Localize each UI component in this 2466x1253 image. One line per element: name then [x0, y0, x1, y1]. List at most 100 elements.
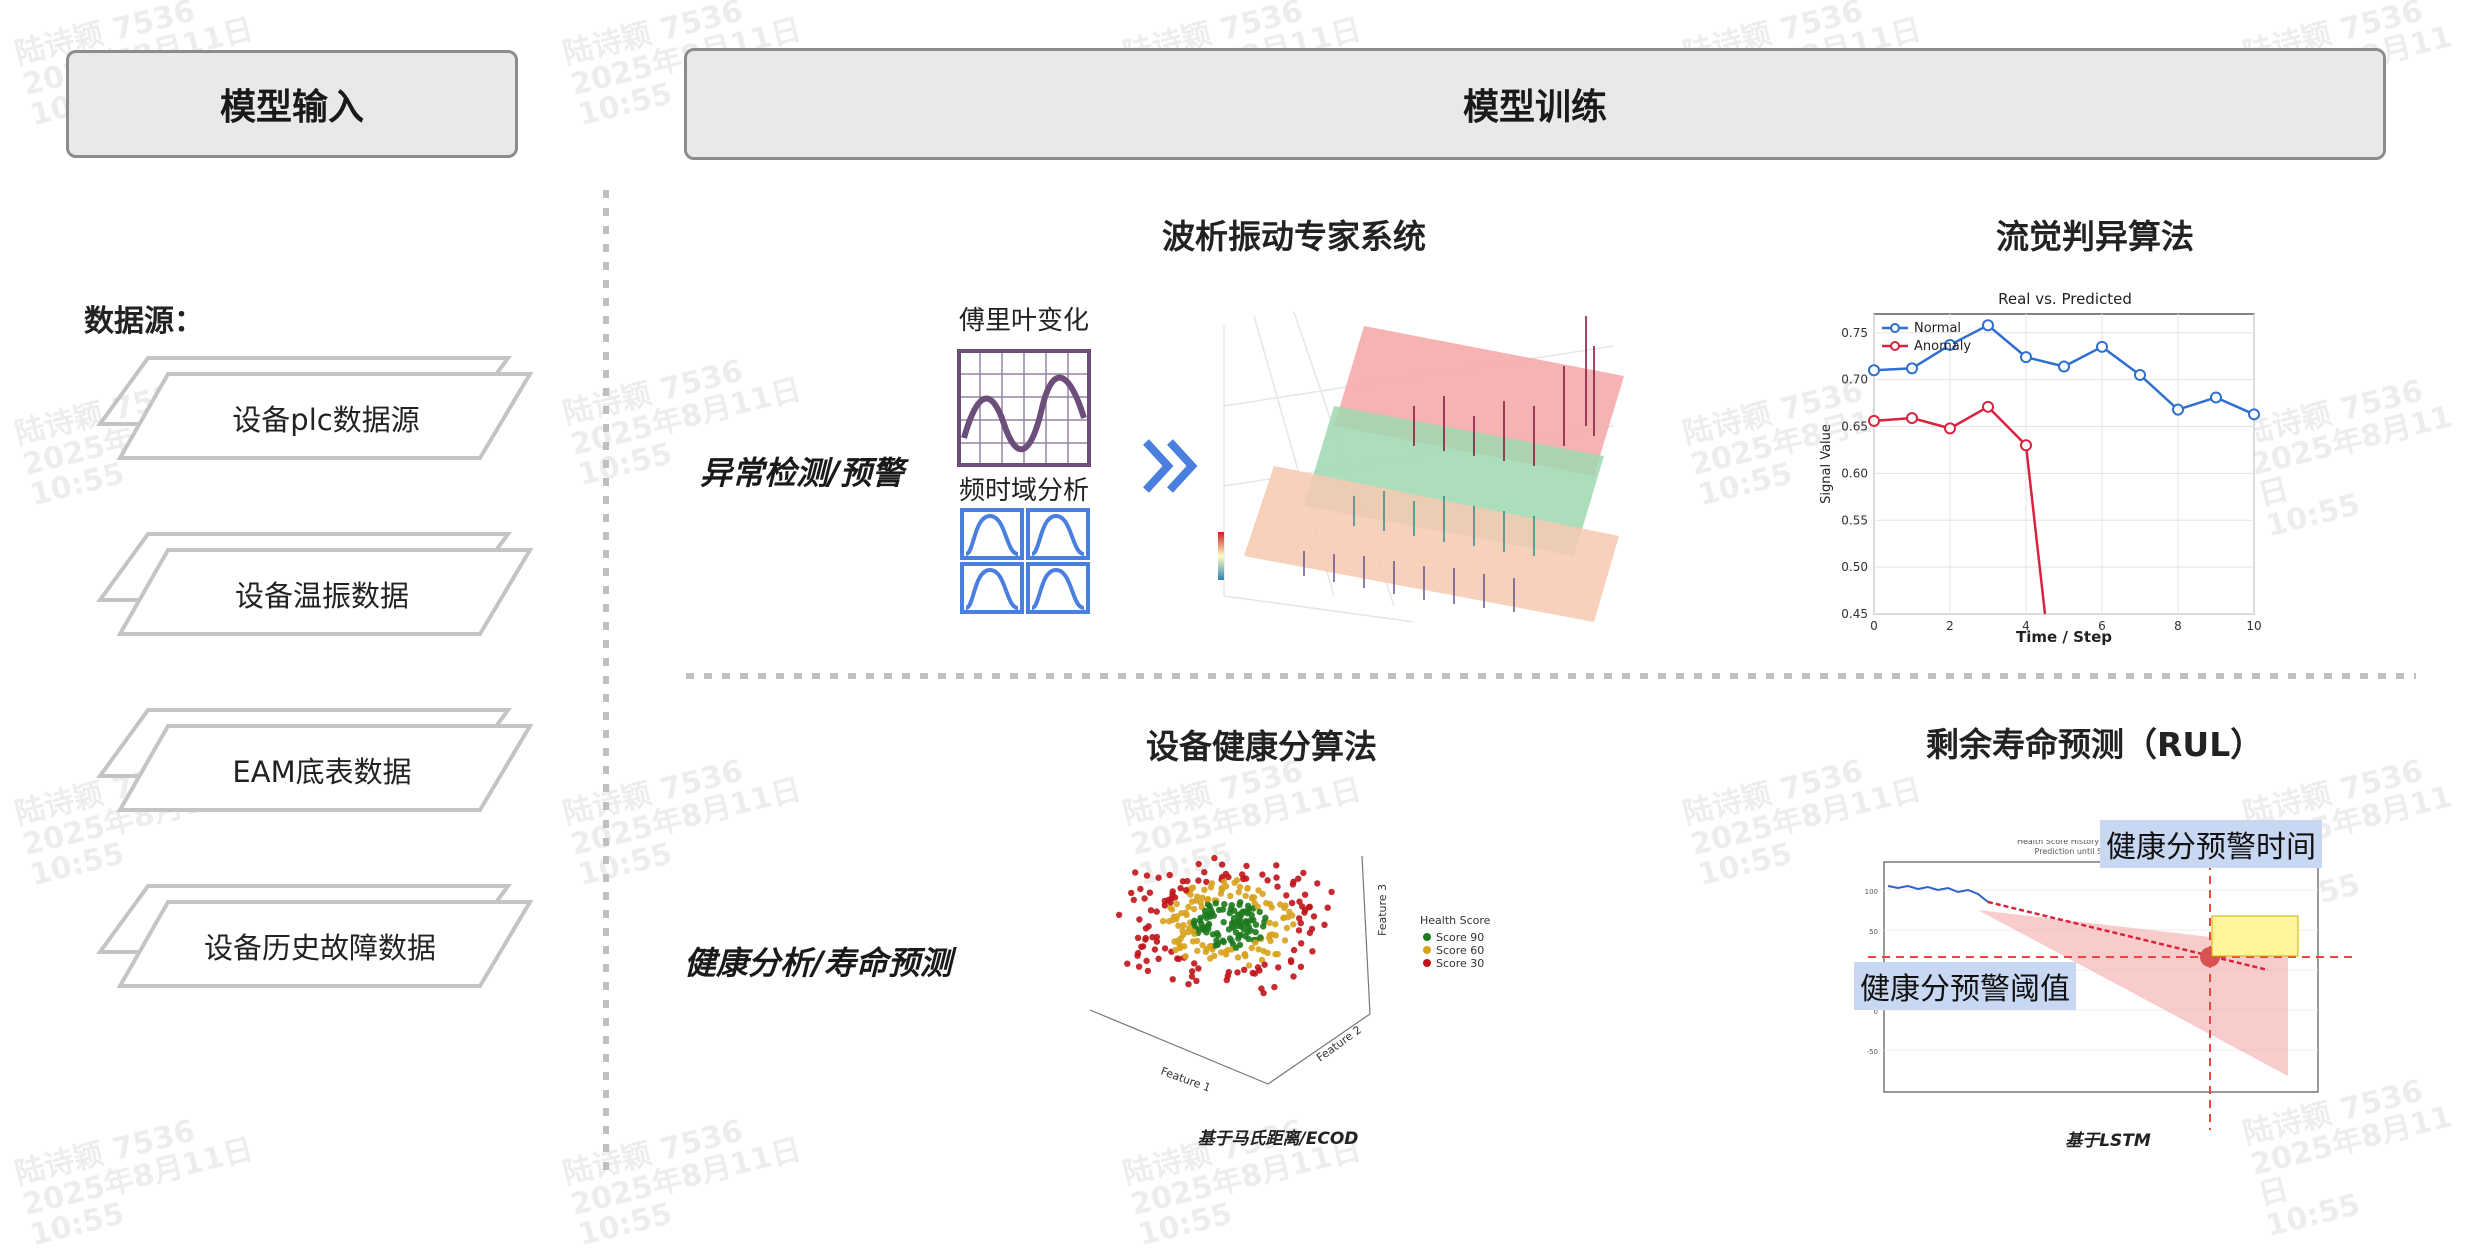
chart-title: Real vs. Predicted [1998, 290, 2132, 308]
scatter-point [1128, 889, 1135, 897]
freq-time-label: 频时域分析 [958, 476, 1090, 506]
scatter-point [1230, 915, 1238, 922]
scatter-point [1233, 877, 1241, 884]
scatter-point [1204, 901, 1212, 908]
scatter-point [1273, 874, 1280, 881]
rul-caption: 基于LSTM [2065, 1131, 2151, 1151]
scatter-point [1261, 961, 1268, 968]
scatter-point [1306, 903, 1313, 910]
scatter-point [1248, 944, 1255, 952]
scatter-point [1124, 960, 1131, 967]
scatter-point [1167, 899, 1174, 906]
scatter-point [1137, 885, 1144, 893]
scatter-point [1244, 902, 1252, 909]
data-point [1944, 338, 1956, 351]
datasource-item: 设备历史故障数据 [90, 882, 540, 992]
scatter-point [1243, 862, 1250, 870]
x-tick-label: 4 [2022, 619, 2030, 633]
data-point [2020, 351, 2032, 364]
scatter-point [1196, 917, 1204, 924]
scatter-point [1271, 983, 1278, 991]
scatter-point [1132, 869, 1139, 876]
scatter-point [1227, 892, 1234, 900]
scatter-point [1282, 902, 1289, 909]
scatter-point [1301, 909, 1308, 916]
svg-text:Health Score: Health Score [1420, 914, 1491, 927]
scatter-point [1187, 891, 1194, 898]
svg-text:Feature 1: Feature 1 [1159, 1065, 1212, 1094]
datasource-item: 设备温振数据 [90, 530, 540, 640]
scatter-point [1309, 948, 1316, 955]
scatter-point [1206, 943, 1214, 950]
scatter-point [1273, 862, 1280, 869]
vertical-separator [603, 190, 609, 1170]
scatter-point [1243, 907, 1250, 915]
scatter-point [1272, 921, 1279, 928]
scatter-point [1211, 942, 1219, 949]
rul-section-title: 剩余寿命预测（RUL） [1926, 725, 2264, 764]
scatter-point [1249, 969, 1256, 977]
scatter-point [1274, 950, 1281, 958]
scatter-point [1244, 885, 1251, 892]
scatter-point [1236, 901, 1243, 909]
svg-text:Score 30: Score 30 [1436, 957, 1484, 970]
legend-label: Anomaly [1914, 339, 1971, 354]
scatter-point [1188, 898, 1196, 905]
scatter-point [1182, 909, 1189, 916]
scatter-point [1223, 976, 1230, 984]
data-point [2058, 360, 2070, 373]
scatter-point [1236, 883, 1244, 891]
flow-line-chart: Real vs. Predicted 0.450.500.550.600.650… [1819, 290, 2262, 646]
svg-text:Score 90: Score 90 [1436, 931, 1484, 944]
warning-time-label: 健康分预警时间 [2100, 820, 2322, 868]
scatter-point [1236, 941, 1244, 949]
scatter-point [1219, 906, 1227, 913]
scatter-point [1211, 854, 1218, 862]
scatter-point [1288, 899, 1296, 907]
scatter-point [1221, 901, 1228, 908]
chart-ylabel: Signal Value [1819, 424, 1834, 504]
scatter-point [1167, 904, 1174, 911]
scatter-point [1289, 881, 1297, 888]
scatter-point [1239, 871, 1246, 878]
y-tick-label: 0.50 [1841, 560, 1868, 574]
scatter-point [1182, 887, 1190, 894]
flow-section-title: 流觉判异算法 [1996, 217, 2194, 256]
data-point [2248, 408, 2260, 421]
legend-marker [1890, 341, 1900, 351]
scatter-point [1151, 946, 1159, 953]
scatter-point [1212, 900, 1219, 907]
scatter-point [1161, 902, 1168, 909]
scatter-point [1297, 919, 1304, 927]
svg-text:Score 60: Score 60 [1436, 944, 1484, 957]
scatter-point [1213, 937, 1220, 944]
scatter-point [1159, 917, 1167, 925]
x-tick-label: 8 [2174, 619, 2182, 633]
datasource-item: 设备plc数据源 [90, 354, 540, 464]
scatter-point [1287, 958, 1295, 966]
scatter-point [1136, 916, 1143, 923]
series-line [1873, 405, 2047, 615]
scatter-point [1199, 894, 1206, 901]
scatter-point [1301, 891, 1309, 898]
scatter-point [1185, 928, 1192, 936]
datasource-item-label: 设备历史故障数据 [203, 931, 437, 965]
scatter-point [1185, 903, 1192, 911]
scatter-point [1201, 907, 1209, 915]
scatter-point [1324, 904, 1331, 911]
data-point [2134, 368, 2146, 381]
scatter-point [1314, 880, 1321, 887]
scatter-point [1266, 900, 1274, 908]
chart-xlabel: Time / Step [2016, 628, 2112, 646]
scatter-point [1161, 897, 1168, 905]
scatter-point [1241, 966, 1248, 973]
health-row-label: 健康分析/寿命预测 [684, 944, 952, 982]
svg-text:Prediction until Score < 30: Prediction until Score < 30 [2035, 847, 2142, 856]
scatter-point [1201, 869, 1208, 876]
scatter-point [1296, 915, 1303, 922]
scatter-point [1244, 929, 1251, 936]
scatter-point [1207, 884, 1215, 891]
scatter-point [1298, 940, 1305, 947]
x-tick-label: 10 [2246, 619, 2261, 633]
scatter-point [1259, 871, 1266, 878]
